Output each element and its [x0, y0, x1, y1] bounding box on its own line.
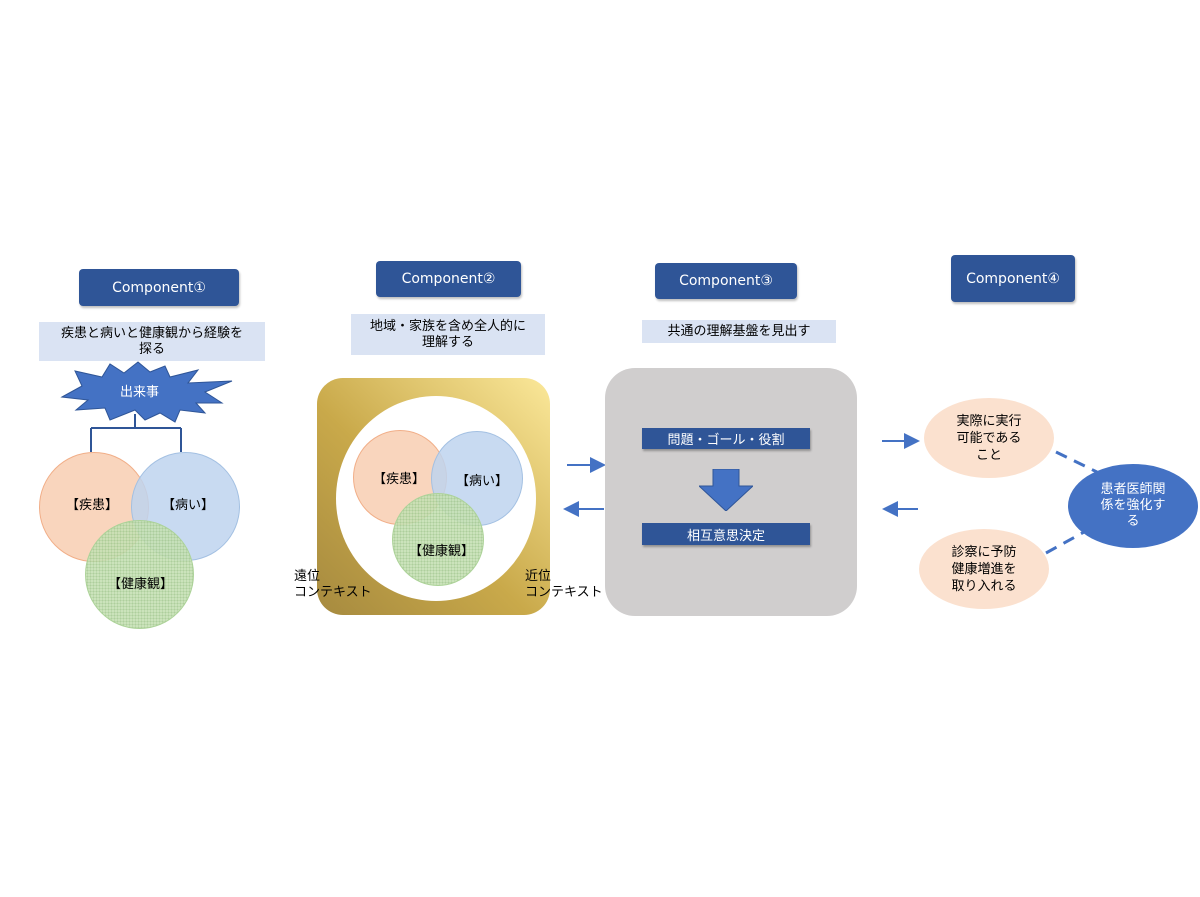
- c2-health-circle: [392, 493, 484, 586]
- dash-prevention-relationship: [1045, 530, 1085, 555]
- event-label: 出来事: [120, 385, 160, 400]
- c1-illness-label: 【病い】: [162, 498, 215, 513]
- event-burst-shape: [60, 361, 233, 423]
- c4-prevention-bubble: 診察に予防 健康増進を 取り入れる: [919, 529, 1049, 609]
- component-1-header: Component①: [79, 269, 239, 306]
- component-3-header: Component③: [655, 263, 797, 299]
- distal-context-label: 遠位 コンテキスト: [294, 569, 372, 600]
- c1-health-label: 【健康観】: [108, 577, 174, 592]
- c1-disease-label: 【疾患】: [66, 498, 119, 513]
- component-4-header: Component④: [951, 255, 1075, 302]
- component-2-description: 地域・家族を含め全人的に 理解する: [351, 314, 545, 355]
- c3-bar-mutual-decision: 相互意思決定: [642, 523, 810, 545]
- component-1-description: 疾患と病いと健康観から経験を 探る: [39, 322, 265, 361]
- c4-relationship-ellipse: 患者医師関 係を強化す る: [1068, 464, 1198, 548]
- c1-health-circle: [85, 520, 194, 629]
- c3-down-arrow: [699, 469, 753, 511]
- proximal-context-label: 近位 コンテキスト: [525, 569, 603, 600]
- c2-illness-label: 【病い】: [456, 474, 509, 489]
- c2-disease-label: 【疾患】: [373, 472, 426, 487]
- dash-feasible-relationship: [1055, 450, 1098, 474]
- c3-bar-problems-goals-roles: 問題・ゴール・役割: [642, 428, 810, 449]
- c2-health-label: 【健康観】: [409, 544, 475, 559]
- component-2-header: Component②: [376, 261, 521, 297]
- component-3-description: 共通の理解基盤を見出す: [642, 320, 836, 343]
- c4-feasible-bubble: 実際に実行 可能である こと: [924, 398, 1054, 478]
